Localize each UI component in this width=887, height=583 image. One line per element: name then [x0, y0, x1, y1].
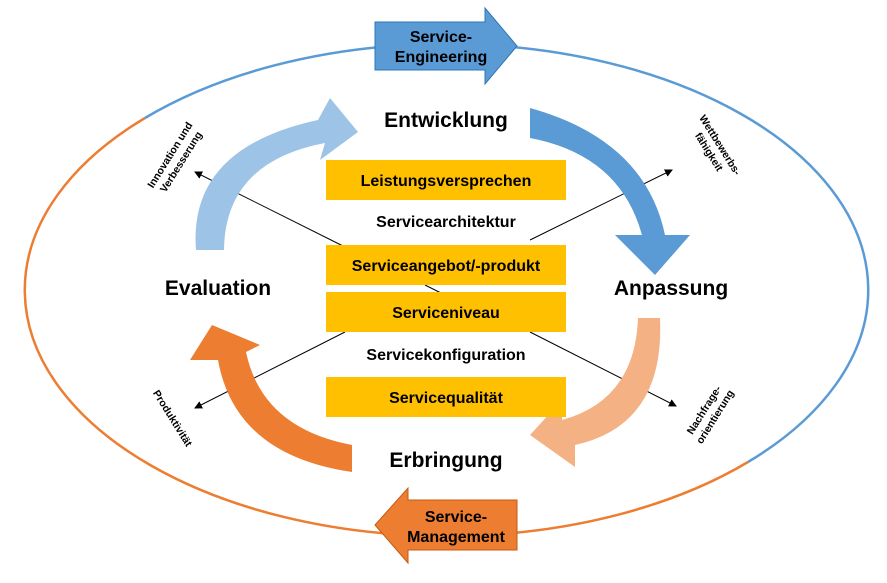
cycle-arrow-top-left	[195, 98, 358, 250]
outer-ellipse-orange-arc	[23, 116, 749, 538]
service-engineering-arrow: Service- Engineering	[374, 6, 518, 86]
phase-label-anpassung: Anpassung	[614, 277, 728, 300]
box-servicequalitaet	[326, 377, 566, 417]
box-serviceangebot	[326, 245, 566, 285]
box-leistungsversprechen	[326, 160, 566, 200]
service-engineering-arrow-shape	[374, 6, 518, 86]
label-nachfrageorientierung: Nachfrage- orientierung	[685, 383, 737, 446]
diagonal-line-bottom-left	[194, 331, 346, 409]
box-label-servicequalitaet: Servicequalität	[389, 390, 504, 407]
box-serviceniveau	[326, 292, 566, 332]
phase-label-evaluation: Evaluation	[165, 277, 271, 300]
cycle-arrow-bottom-right	[530, 318, 661, 467]
phase-label-entwicklung: Entwicklung	[384, 109, 508, 132]
label-innovation-verbesserung: Innovation und Verbesserung	[145, 120, 205, 195]
service-management-arrow-shape	[374, 486, 518, 565]
label-produktivitaet-line1: Produktivität	[150, 388, 194, 449]
outer-ellipse-blue-arc	[144, 42, 870, 464]
cycle-arrow-bottom-left	[190, 325, 352, 472]
diagonal-line-top-right	[529, 169, 673, 241]
service-engineering-label-line1: Service-	[410, 29, 472, 46]
box-label-leistungsversprechen: Leistungsversprechen	[361, 173, 532, 190]
label-servicekonfiguration: Servicekonfiguration	[366, 347, 525, 364]
phase-label-erbringung: Erbringung	[389, 449, 502, 472]
service-engineering-label-line2: Engineering	[395, 49, 487, 66]
diagonal-line-bottom-right	[529, 331, 677, 407]
label-wettbewerbsfaehigkeit: Wettbewerbs- fähigkeit	[692, 113, 743, 178]
service-management-arrow: Service- Management	[374, 486, 518, 565]
service-management-label-line2: Management	[407, 529, 505, 546]
box-label-serviceangebot: Serviceangebot/-produkt	[352, 258, 541, 275]
cycle-arrow-top-right	[530, 108, 690, 275]
service-management-label-line1: Service-	[425, 509, 487, 526]
box-label-serviceniveau: Serviceniveau	[392, 305, 500, 322]
label-servicearchitektur: Servicearchitektur	[376, 214, 516, 231]
label-produktivitaet: Produktivität	[150, 388, 194, 449]
